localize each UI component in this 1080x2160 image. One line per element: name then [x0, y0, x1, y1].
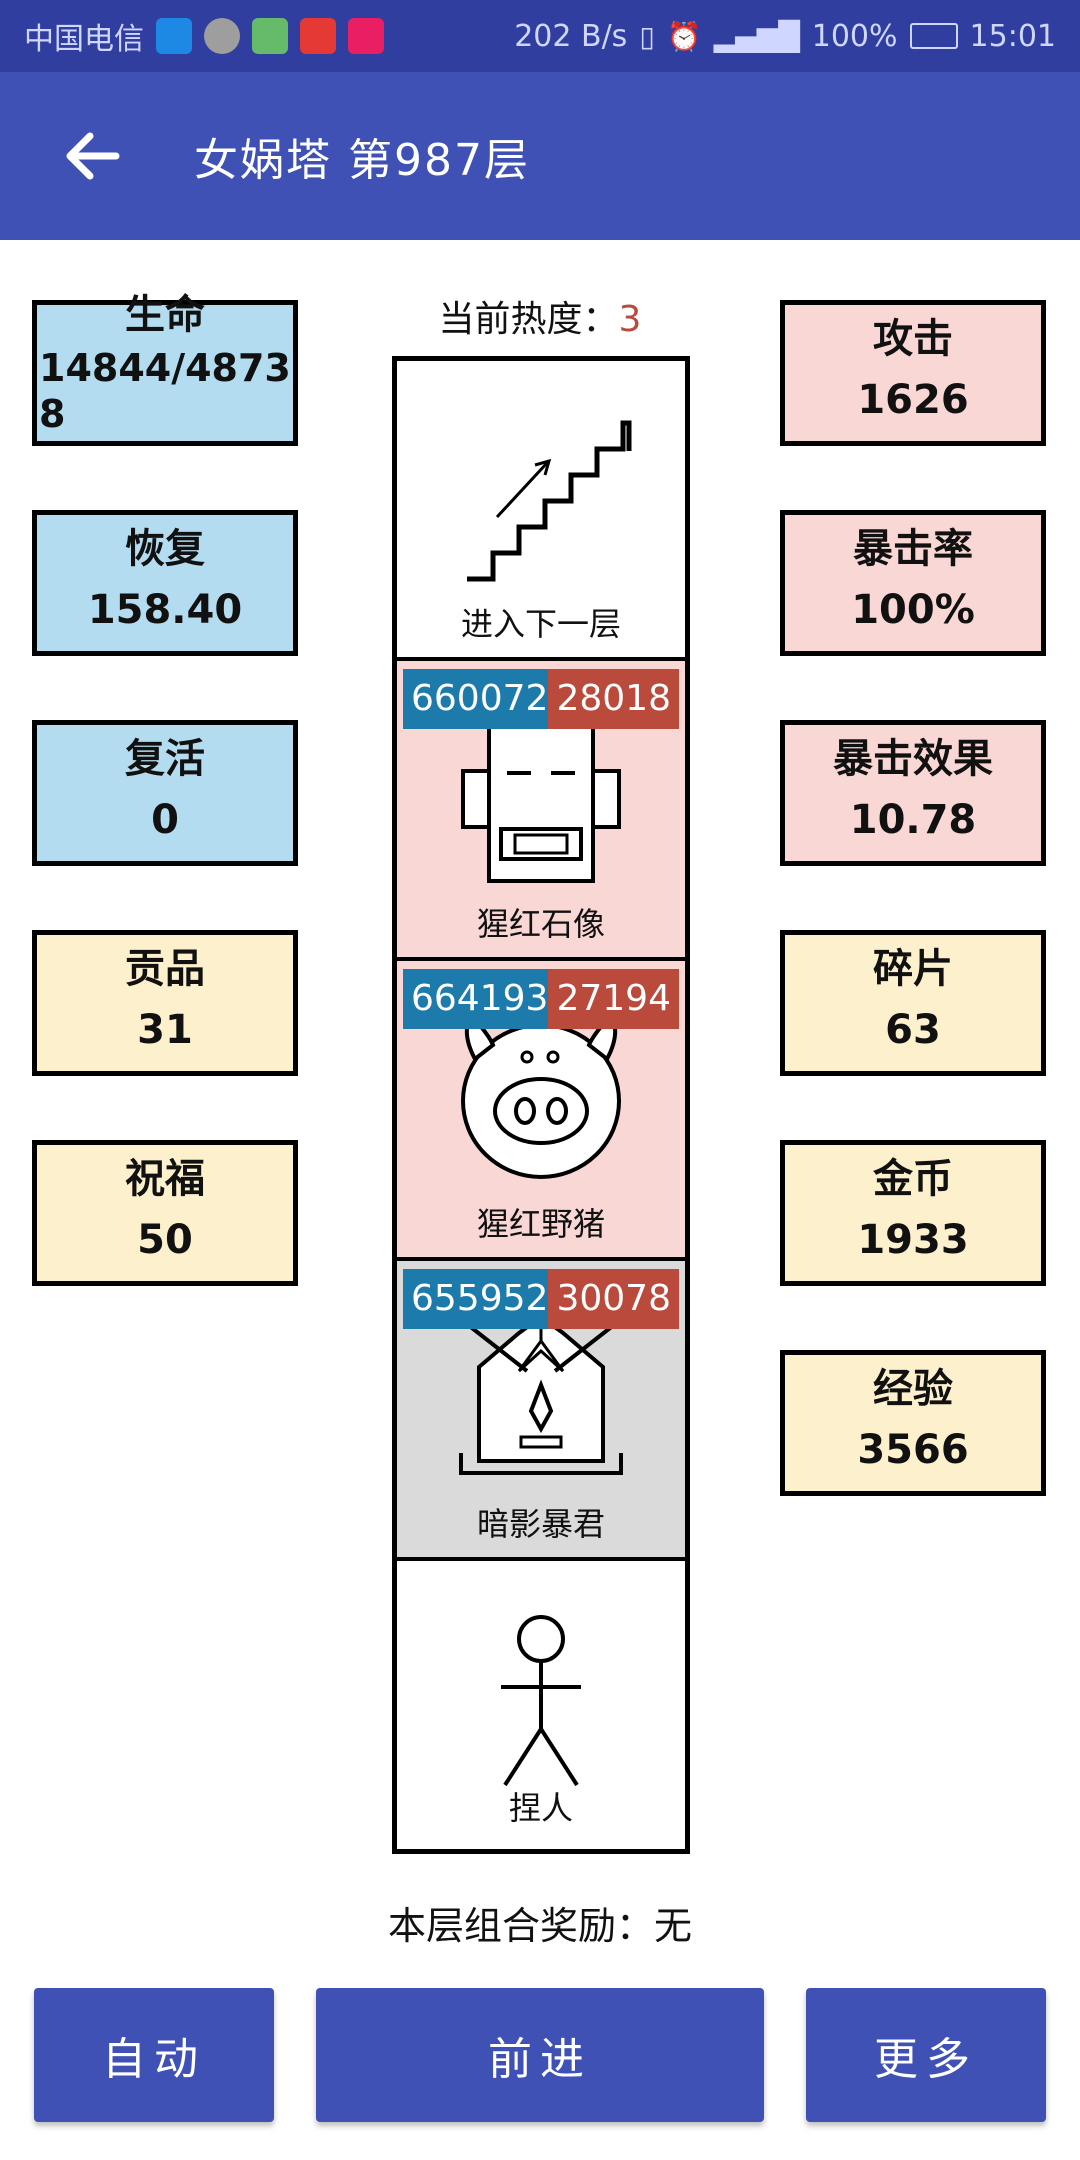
player-cell[interactable]: 捏人	[397, 1561, 685, 1849]
stat-gold: 金币 1933	[780, 1140, 1046, 1286]
stat-tribute: 贡品 31	[32, 930, 298, 1076]
monster-cell[interactable]: 664193 27194 猩红野猪	[397, 961, 685, 1261]
next-floor-cell[interactable]: 进入下一层	[397, 361, 685, 661]
stat-fragment: 碎片 63	[780, 930, 1046, 1076]
monster-hp-badge: 664193	[403, 969, 557, 1029]
stat-exp: 经验 3566	[780, 1350, 1046, 1496]
stat-revive: 复活 0	[32, 720, 298, 866]
stat-value: 50	[137, 1217, 193, 1263]
stat-value: 100%	[851, 587, 975, 633]
carrier-label: 中国电信	[24, 22, 144, 57]
monster-hp-badge: 660072	[403, 669, 557, 729]
robot-icon	[461, 717, 621, 883]
next-floor-label: 进入下一层	[460, 605, 621, 643]
heat-value: 3	[618, 299, 642, 340]
stat-value: 1626	[857, 377, 969, 423]
net-speed: 202 B/s	[514, 18, 628, 54]
stat-crit-rate: 暴击率 100%	[780, 510, 1046, 656]
stat-value: 0	[151, 797, 179, 843]
stat-label: 碎片	[873, 946, 953, 992]
stat-value: 158.40	[87, 587, 243, 633]
signal-icon: ▂▄▆█	[713, 19, 800, 53]
alarm-icon: ⏰	[666, 19, 702, 53]
stat-label: 生命	[125, 292, 205, 338]
stat-label: 金币	[873, 1156, 953, 1202]
pig-icon	[461, 1011, 621, 1179]
stat-value: 63	[885, 1007, 941, 1053]
stat-hp: 生命 14844/48738	[32, 292, 298, 446]
heat-label: 当前热度：	[438, 299, 619, 340]
battery-percent: 100%	[811, 18, 898, 54]
stat-label: 暴击效果	[833, 736, 993, 782]
monster-attack-badge: 30078	[548, 1269, 679, 1329]
arrow-left-icon	[66, 132, 120, 180]
stat-value: 3566	[857, 1427, 969, 1473]
back-button[interactable]	[42, 106, 142, 206]
player-name: 捏人	[508, 1789, 573, 1827]
battery-icon	[909, 23, 958, 49]
stat-label: 暴击率	[853, 526, 973, 572]
monster-name: 暗影暴君	[476, 1505, 605, 1543]
vibrate-icon: ▯	[639, 19, 655, 53]
stat-value: 31	[137, 1007, 193, 1053]
avatar-app-icon	[204, 18, 240, 54]
stairs-icon	[467, 420, 632, 582]
monster-cell[interactable]: 660072 28018 猩红石像	[397, 661, 685, 961]
stat-label: 攻击	[873, 316, 953, 362]
monster-cell[interactable]: 655952 30078 暗影暴君	[397, 1261, 685, 1561]
status-bar: 中国电信 202 B/s ▯ ⏰ ▂▄▆█ 100% 15:01	[0, 0, 1080, 72]
monster-attack-badge: 27194	[548, 969, 679, 1029]
stat-value: 10.78	[849, 797, 977, 843]
news-app-icon	[300, 18, 336, 54]
shield-app-icon	[156, 18, 192, 54]
stick-figure-icon	[501, 1615, 581, 1787]
forward-button[interactable]: 前进	[316, 1988, 764, 2122]
stat-label: 祝福	[125, 1156, 205, 1202]
stat-attack: 攻击 1626	[780, 300, 1046, 446]
heat-indicator: 当前热度：3	[390, 290, 690, 342]
monster-attack-badge: 28018	[548, 669, 679, 729]
auto-button[interactable]: 自动	[34, 1988, 274, 2122]
stat-label: 复活	[125, 736, 205, 782]
clock: 15:01	[969, 18, 1056, 54]
stat-crit-effect: 暴击效果 10.78	[780, 720, 1046, 866]
tower: 进入下一层 660072 28018 猩红石像 664193 2719	[392, 356, 690, 1854]
stat-blessing: 祝福 50	[32, 1140, 298, 1286]
app-bar: 女娲塔 第987层	[0, 72, 1080, 240]
monster-hp-badge: 655952	[403, 1269, 557, 1329]
play-app-icon	[348, 18, 384, 54]
monster-name: 猩红野猪	[476, 1205, 605, 1243]
combo-reward: 本层组合奖励：无	[387, 1904, 692, 1948]
tyrant-icon	[459, 1314, 623, 1475]
stat-value: 1933	[857, 1217, 969, 1263]
page-title: 女娲塔 第987层	[194, 135, 530, 186]
stat-label: 恢复	[125, 526, 205, 572]
stat-value: 14844/48738	[39, 346, 291, 436]
more-button[interactable]: 更多	[806, 1988, 1046, 2122]
stat-label: 贡品	[125, 946, 205, 992]
stat-label: 经验	[873, 1366, 953, 1412]
stat-regen: 恢复 158.40	[32, 510, 298, 656]
monster-name: 猩红石像	[476, 905, 605, 943]
video-app-icon	[252, 18, 288, 54]
